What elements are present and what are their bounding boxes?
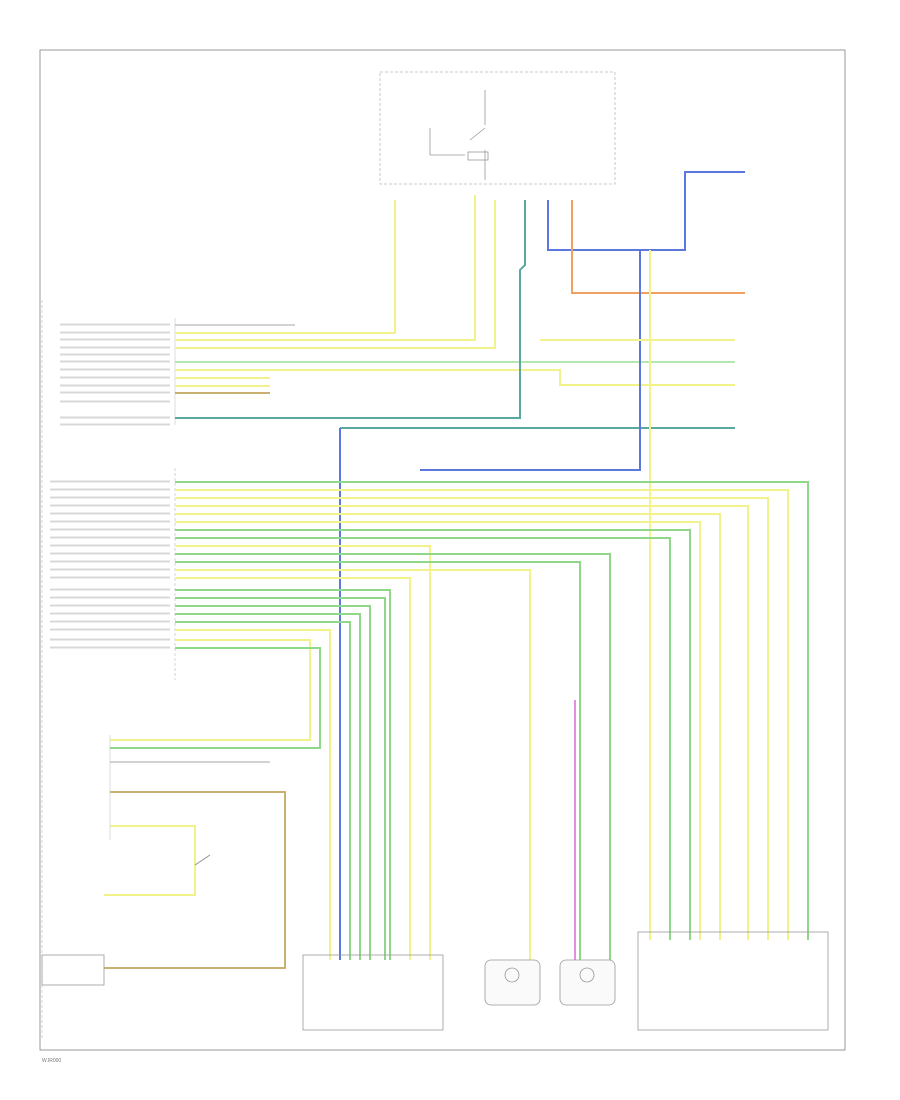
wire-left-brown xyxy=(104,791,286,969)
pin-marks xyxy=(50,323,170,649)
bus2-wire-10 xyxy=(175,629,331,960)
pin-label-top-0 xyxy=(60,323,170,326)
pin-label-bus-4 xyxy=(50,512,170,515)
page-code: W.IR000 xyxy=(42,1058,62,1064)
transmission-range-sensor-box xyxy=(302,954,444,1031)
bus-wire-4 xyxy=(175,513,721,940)
pin-label-bus-14 xyxy=(50,596,170,599)
wire-top-blue-1 xyxy=(547,200,640,251)
pin-label-top-9 xyxy=(60,391,170,394)
pin-label-top-5 xyxy=(60,360,170,363)
bus-wire-3 xyxy=(175,505,749,940)
pin-label-bus-5 xyxy=(50,520,170,523)
pin-label-top-4 xyxy=(60,353,170,356)
bus2-wire-3 xyxy=(175,569,531,960)
wire-top-orange xyxy=(571,200,745,294)
bus2-wire-8 xyxy=(175,613,361,960)
bus2-wire-0 xyxy=(175,545,431,960)
bus2-wire-9 xyxy=(175,621,351,960)
transmission-relay xyxy=(429,90,489,180)
pin-label-top-6 xyxy=(60,368,170,371)
pin-label-bus-19 xyxy=(50,638,170,641)
wire-left-yellow-2 xyxy=(104,825,196,896)
wire-top-1 xyxy=(175,200,396,334)
pin-label-bus-3 xyxy=(50,504,170,507)
pin-label-bus-15 xyxy=(50,604,170,607)
wire-top-blue-2 xyxy=(640,171,745,251)
speed-sensor-left xyxy=(484,959,541,1006)
wire-left-yellow xyxy=(110,639,311,741)
pin-label-bus-18 xyxy=(50,628,170,631)
pin-label-bus-0 xyxy=(50,480,170,483)
bus-wire-6 xyxy=(175,529,691,940)
wire-top-teal xyxy=(175,200,526,419)
wire-bundle xyxy=(104,171,809,969)
pin-label-bus-8 xyxy=(50,544,170,547)
pin-label-bus-11 xyxy=(50,568,170,571)
wire-top-2 xyxy=(175,195,476,341)
wire-switch xyxy=(194,854,211,866)
pin-label-top-3 xyxy=(60,346,170,349)
bus-wire-7 xyxy=(175,537,671,940)
bus-wire-5 xyxy=(175,521,701,940)
wire-blue-mid xyxy=(420,250,641,471)
pin-label-bus-16 xyxy=(50,612,170,615)
pin-label-top-8 xyxy=(60,384,170,387)
pin-label-bus-12 xyxy=(50,576,170,579)
bus2-wire-4 xyxy=(175,577,411,960)
bus-wire-1 xyxy=(175,489,789,940)
pin-label-top-11 xyxy=(60,416,170,419)
pin-label-top-7 xyxy=(60,376,170,379)
bus-wire-2 xyxy=(175,497,769,940)
pin-label-bus-13 xyxy=(50,588,170,591)
bus2-wire-1 xyxy=(175,553,611,960)
pin-label-bus-2 xyxy=(50,496,170,499)
bus2-wire-7 xyxy=(175,605,371,960)
pin-label-bus-20 xyxy=(50,646,170,649)
wire-left-green xyxy=(110,647,321,749)
pin-label-bus-7 xyxy=(50,536,170,539)
pin-label-bus-1 xyxy=(50,488,170,491)
pin-label-bus-17 xyxy=(50,620,170,623)
pin-label-bus-9 xyxy=(50,552,170,555)
bus2-wire-5 xyxy=(175,589,391,960)
pin-label-top-1 xyxy=(60,331,170,334)
pin-label-bus-6 xyxy=(50,528,170,531)
shift-lever-module-box xyxy=(41,954,105,986)
pin-label-top-2 xyxy=(60,338,170,341)
bus-wire-0 xyxy=(175,481,809,940)
pin-label-top-12 xyxy=(60,423,170,426)
wire-top-3 xyxy=(175,200,496,349)
bus2-wire-6 xyxy=(175,597,386,960)
speed-sensor-right xyxy=(559,959,616,1006)
separators xyxy=(41,300,176,1040)
page-border xyxy=(39,49,846,1051)
pin-label-top-10 xyxy=(60,400,170,403)
transmission-pressure-sensor-box xyxy=(637,931,829,1031)
wire-top-5 xyxy=(175,369,735,386)
bus2-wire-2 xyxy=(175,561,581,960)
pin-label-bus-10 xyxy=(50,560,170,563)
relay-box xyxy=(379,71,616,185)
